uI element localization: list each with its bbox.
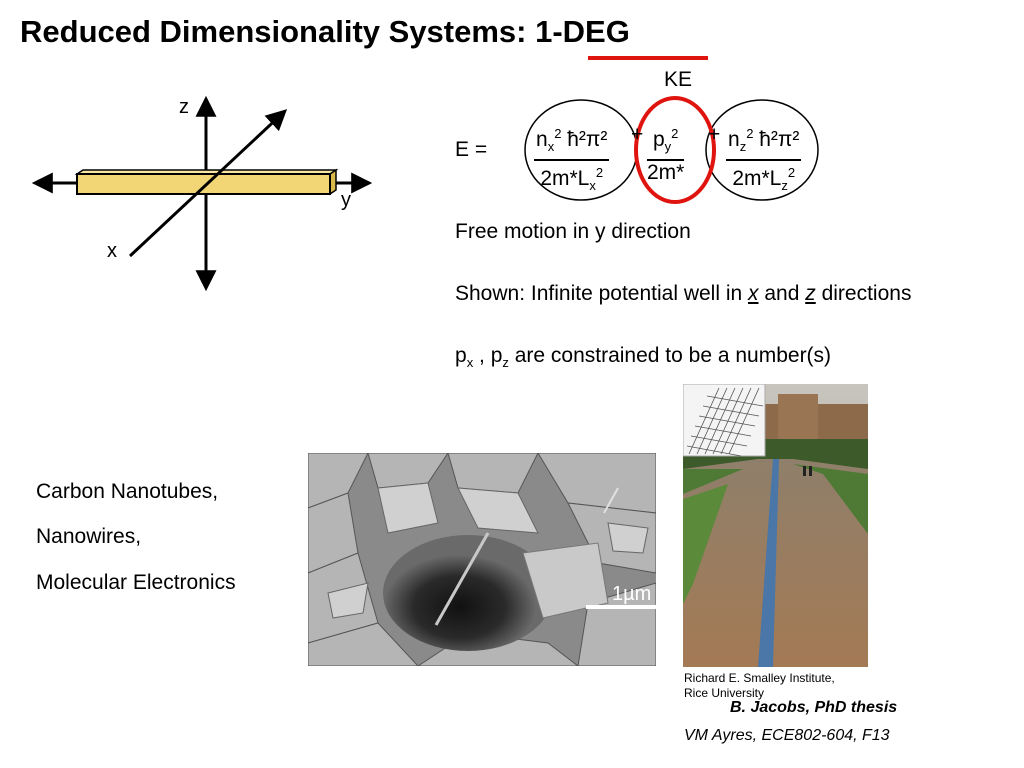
equation-lhs: E =	[455, 138, 488, 161]
axes-diagram	[31, 95, 373, 292]
y-axis-label: y	[341, 189, 351, 211]
z-axis-label: z	[179, 96, 189, 118]
thesis-credit: B. Jacobs, PhD thesis	[730, 699, 898, 716]
campus-photo	[683, 384, 868, 667]
kinetic-term-x: nx2 ħ²π² 2m*Lx2	[534, 122, 610, 198]
course-credit: VM Ayres, ECE802-604, F13	[684, 727, 890, 744]
x-axis-label: x	[107, 240, 117, 262]
nanowire-rod	[74, 168, 339, 196]
title-underline	[588, 56, 708, 60]
plus-sign-2: +	[708, 123, 721, 146]
equation-ellipses	[524, 96, 819, 204]
x-axis	[128, 109, 288, 258]
list-item-molecular-electronics: Molecular Electronics	[36, 571, 236, 594]
scale-bar-label: 1µm	[612, 583, 652, 605]
slide-title: Reduced Dimensionality Systems: 1-DEG	[20, 14, 630, 49]
nanotube-inset	[683, 384, 766, 457]
constraint-text: px , pz are constrained to be a number(s…	[455, 344, 832, 371]
photo-caption: Richard E. Smalley Institute, Rice Unive…	[684, 671, 835, 700]
free-motion-text: Free motion in y direction	[455, 220, 691, 243]
list-item-nanotubes: Carbon Nanotubes,	[36, 480, 219, 503]
kinetic-term-z: nz2 ħ²π² 2m*Lz2	[726, 122, 802, 198]
list-item-nanowires: Nanowires,	[36, 525, 142, 548]
ke-label: KE	[664, 68, 693, 91]
plus-sign-1: +	[631, 123, 644, 146]
infinite-well-text: Shown: Infinite potential well in x and …	[455, 282, 912, 305]
sem-micrograph-image	[308, 453, 656, 666]
kinetic-term-y: py2 2m*	[647, 122, 685, 185]
